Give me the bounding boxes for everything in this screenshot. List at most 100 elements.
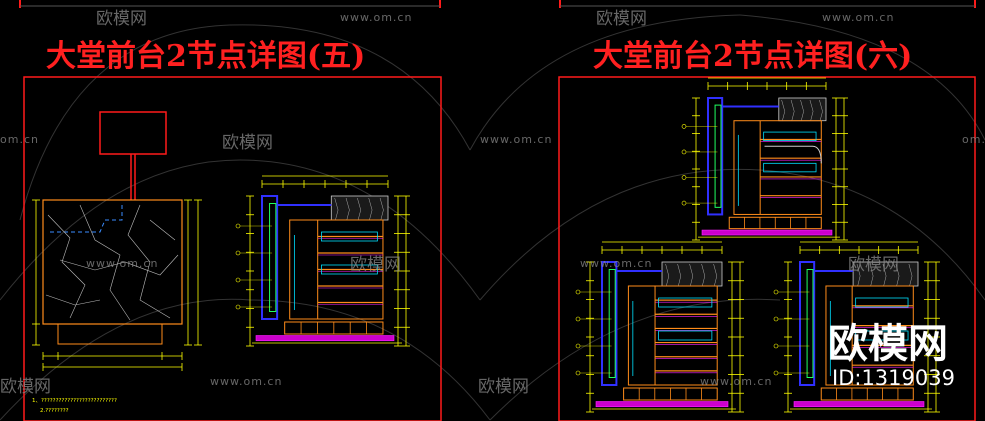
counter-section-detail-bottom-right — [773, 241, 940, 413]
watermark-url: www.om.cn — [700, 375, 772, 388]
marble-vein — [345, 197, 350, 220]
drawer — [658, 297, 713, 308]
frame-column — [269, 203, 277, 312]
leader-marker — [235, 223, 241, 229]
watermark-url: www.om.cn — [822, 11, 894, 24]
id-label: ID:1319039 — [832, 366, 955, 390]
curved-panel — [764, 145, 822, 164]
floor-finish — [255, 335, 395, 342]
leader-marker — [575, 289, 581, 295]
top-strip — [19, 0, 976, 8]
leader-marker — [575, 370, 581, 376]
counter-section-detail-top — [681, 77, 848, 241]
marble-vein — [357, 197, 362, 220]
marble-vein — [689, 263, 694, 286]
marble-vein — [869, 263, 874, 286]
right-sheet-title: 大堂前台2节点详图(六) — [593, 39, 912, 74]
outer-panel — [799, 261, 816, 386]
marble-top — [778, 97, 827, 122]
counter-front-elevation — [42, 199, 183, 345]
watermark-url: om.cn — [0, 133, 39, 146]
marble-vein — [713, 263, 718, 286]
watermark-url: www.om.cn — [480, 133, 552, 146]
floor-finish — [793, 401, 925, 408]
marble-top — [330, 195, 389, 221]
watermark-brand: 欧模网 — [478, 377, 529, 397]
marble-vein — [368, 197, 373, 220]
marble-vein — [379, 197, 384, 220]
leader-marker — [681, 149, 687, 155]
cabinet-box — [825, 285, 914, 386]
marble-vein — [334, 197, 339, 220]
outer-panel — [707, 97, 724, 216]
leader-marker — [681, 200, 687, 206]
floor-finish — [595, 401, 729, 408]
marble-vein — [790, 99, 795, 121]
drawer — [855, 330, 909, 341]
drawer — [855, 297, 909, 308]
marble-vein — [665, 263, 670, 286]
outer-panel — [601, 261, 618, 386]
dimension-chain-left — [32, 199, 40, 346]
watermark-url: www.om.cn — [86, 257, 158, 270]
cabinet-box — [627, 285, 718, 386]
marble-vein — [781, 99, 786, 121]
leader-marker — [235, 304, 241, 310]
right-sheet-frame — [558, 76, 976, 421]
floor-finish — [701, 229, 833, 236]
watermark-layer: 欧模网 www.om.cn 欧模网 www.om.cn 欧模网 om.cn www.om.c… — [0, 9, 985, 397]
marble-vein — [895, 263, 900, 286]
watermark-brand: 欧模网 — [0, 377, 51, 397]
drawer — [321, 264, 378, 275]
drawer — [763, 162, 817, 173]
leader-marker — [773, 316, 779, 322]
leader-marker — [773, 289, 779, 295]
marble-vein — [908, 263, 913, 286]
frame-column — [714, 104, 722, 208]
watermark-brand-large: 欧模网 — [828, 321, 948, 367]
watermark-url: www.om.cn — [580, 257, 652, 270]
watermark-brand: 欧模网 — [350, 255, 401, 275]
leader-marker — [681, 175, 687, 180]
counter-section-detail-bottom-left — [575, 241, 744, 413]
bottom-dimensions — [42, 352, 183, 371]
leader-marker — [235, 277, 241, 283]
watermark-url: www.om.cn — [210, 375, 282, 388]
watermark-brand: 欧模网 — [222, 133, 273, 153]
dimension-chain-right-of-counter — [184, 199, 202, 346]
reception-sign — [99, 111, 167, 200]
marble-vein — [677, 263, 682, 286]
frame-column — [608, 269, 616, 378]
marble-top — [661, 261, 723, 287]
leader-marker — [575, 343, 581, 349]
frame-column — [806, 269, 814, 378]
footer-note-1: 1、?????????????????????????? — [32, 398, 117, 404]
marble-vein — [701, 263, 706, 286]
drawer — [321, 231, 378, 242]
outer-panel — [261, 195, 279, 320]
marble-vein — [809, 99, 814, 121]
left-sheet-frame — [23, 76, 442, 421]
marble-vein — [819, 99, 823, 121]
counter-section-detail-left — [235, 175, 410, 347]
watermark-url: om.cn — [962, 133, 985, 146]
cabinet-box — [733, 120, 822, 215]
marble-vein — [800, 99, 804, 121]
watermark-arcs — [0, 14, 985, 421]
watermark-brand: 欧模网 — [848, 255, 899, 275]
watermark-url: www.om.cn — [340, 11, 412, 24]
drawer — [763, 131, 817, 142]
watermark-brand: 欧模网 — [596, 9, 647, 29]
marble-vein — [856, 263, 861, 286]
watermark-brand: 欧模网 — [96, 9, 147, 29]
leader-marker — [681, 124, 687, 129]
left-sheet-title: 大堂前台2节点详图(五) — [46, 39, 365, 74]
leader-marker — [773, 343, 779, 349]
footer-note-2: 2.???????? — [40, 408, 69, 414]
drawer — [658, 330, 713, 341]
leader-marker — [773, 370, 779, 376]
marble-vein — [882, 263, 887, 286]
leader-marker — [235, 250, 241, 256]
